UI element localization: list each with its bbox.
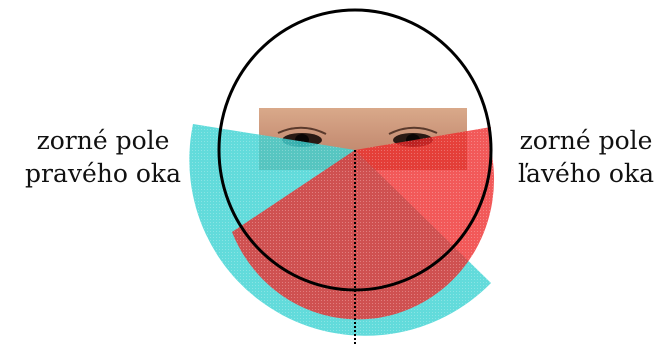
left-eye-field-label: zorné pole ľavého oka	[508, 124, 664, 190]
right-eye-field-label: zorné pole pravého oka	[8, 124, 198, 190]
right-eye-field-label-line1: zorné pole	[8, 124, 198, 157]
left-eye-field-label-line2: ľavého oka	[508, 157, 664, 190]
left-eye-field-label-line1: zorné pole	[508, 124, 664, 157]
right-eye-field-label-line2: pravého oka	[8, 157, 198, 190]
